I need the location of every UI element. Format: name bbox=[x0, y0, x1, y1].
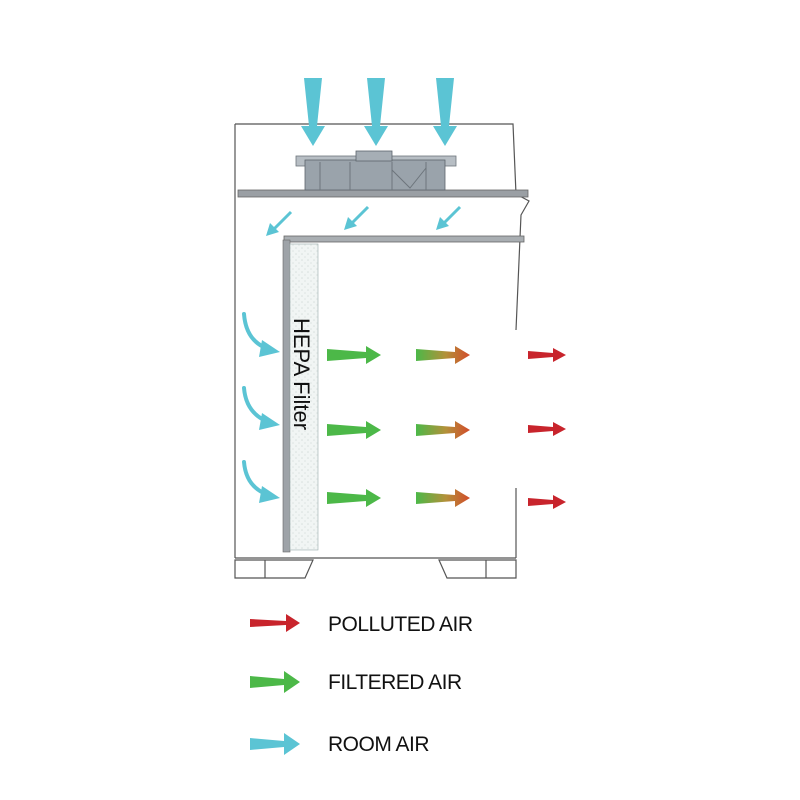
polluted-arrow-2 bbox=[528, 422, 566, 436]
room-air-arrow-down-1 bbox=[301, 78, 325, 146]
filtered-arrow-1 bbox=[327, 346, 381, 364]
legend-label-filtered: FILTERED AIR bbox=[328, 671, 462, 694]
inner-ceiling bbox=[283, 235, 525, 243]
room-air-arrow-down-3 bbox=[433, 78, 457, 146]
transition-arrow-2 bbox=[416, 421, 470, 439]
room-air-intake-arrows bbox=[301, 78, 457, 146]
legend-label-room: ROOM AIR bbox=[328, 733, 430, 756]
polluted-arrow-3 bbox=[528, 495, 566, 509]
cabinet-body bbox=[234, 123, 530, 559]
room-air-curved-arrows bbox=[242, 312, 280, 503]
right-foot bbox=[438, 559, 517, 579]
legend-item-room: ROOM AIR bbox=[248, 724, 568, 764]
legend-item-filtered: FILTERED AIR bbox=[248, 662, 568, 702]
room-air-diagonal-arrows bbox=[266, 205, 462, 236]
cabinet-feet bbox=[234, 559, 517, 579]
filtered-arrow-3 bbox=[327, 489, 381, 507]
transition-air-arrows bbox=[416, 346, 470, 507]
filtered-arrow-2 bbox=[327, 421, 381, 439]
transition-arrow-3 bbox=[416, 489, 470, 507]
room-air-arrow-icon bbox=[250, 733, 300, 755]
polluted-arrow-1 bbox=[528, 348, 566, 362]
polluted-air-arrow-icon bbox=[250, 614, 300, 632]
filtered-air-arrows bbox=[327, 346, 381, 507]
room-air-arrow-down-2 bbox=[364, 78, 388, 146]
filtered-air-arrow-icon bbox=[250, 671, 300, 693]
legend-label-polluted: POLLUTED AIR bbox=[328, 613, 473, 636]
left-foot bbox=[234, 559, 314, 579]
legend-item-polluted: POLLUTED AIR bbox=[248, 604, 568, 644]
hepa-filter: HEPA Filter bbox=[282, 239, 319, 553]
transition-arrow-1 bbox=[416, 346, 470, 364]
plenum-plate bbox=[237, 189, 529, 198]
polluted-air-arrows bbox=[528, 348, 566, 509]
hepa-filter-label: HEPA Filter bbox=[289, 318, 314, 430]
fan-icon bbox=[295, 150, 457, 191]
